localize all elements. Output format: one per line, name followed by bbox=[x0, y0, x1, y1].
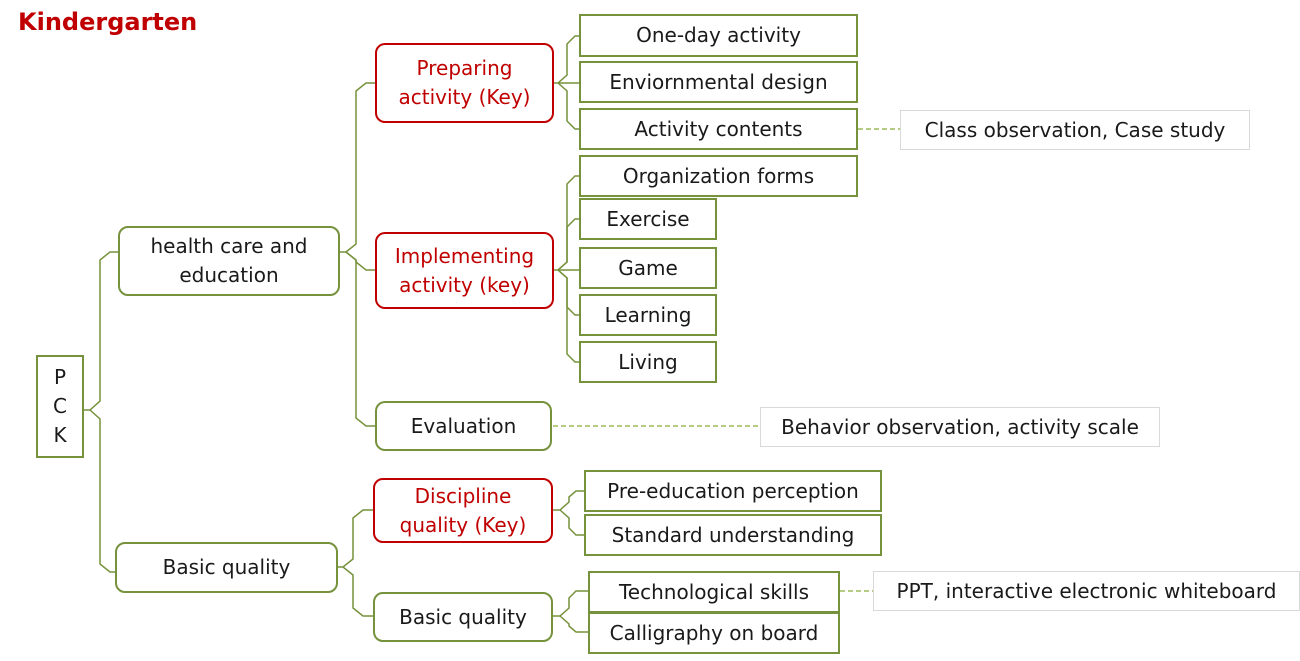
connector-basicsub-1 bbox=[553, 590, 588, 617]
connector-implementing-2 bbox=[557, 218, 579, 271]
root-letter-p: P bbox=[53, 365, 67, 389]
one-day-activity-label: One-day activity bbox=[636, 23, 801, 47]
item-activity-contents[interactable]: Activity contents bbox=[579, 108, 858, 150]
preparing-line-2: activity (Key) bbox=[398, 85, 531, 109]
game-label: Game bbox=[618, 255, 678, 280]
activity-contents-label: Activity contents bbox=[634, 116, 803, 141]
root-pck[interactable]: P C K bbox=[36, 355, 84, 458]
health-line-1: health care and bbox=[150, 234, 308, 258]
connector-basic-discipline bbox=[337, 509, 373, 568]
node-basic-quality[interactable]: Basic quality bbox=[115, 542, 338, 593]
calligraphy-on-board-label: Calligraphy on board bbox=[609, 620, 819, 645]
preparing-line-1: Preparing bbox=[416, 56, 513, 80]
connector-implementing-4 bbox=[557, 269, 579, 316]
page-title: Kindergarten bbox=[18, 8, 198, 36]
connector-implementing-1 bbox=[553, 175, 579, 271]
node-discipline-quality[interactable]: Discipline quality (Key) bbox=[373, 478, 553, 543]
root-letter-c: C bbox=[53, 394, 67, 418]
class-observation-label: Class observation, Case study bbox=[924, 117, 1226, 142]
root-letter-k: K bbox=[53, 423, 67, 447]
item-one-day-activity[interactable]: One-day activity bbox=[579, 14, 858, 57]
ppt-whiteboard-label: PPT, interactive electronic whiteboard bbox=[896, 578, 1277, 603]
item-calligraphy-on-board[interactable]: Calligraphy on board bbox=[588, 612, 840, 654]
node-evaluation[interactable]: Evaluation bbox=[375, 401, 552, 451]
connector-health-evaluation bbox=[345, 251, 375, 427]
node-health-care-education[interactable]: health care and education bbox=[118, 226, 340, 296]
item-pre-education-perception[interactable]: Pre-education perception bbox=[584, 470, 882, 512]
connector-basicsub-2 bbox=[559, 615, 588, 633]
node-implementing-activity[interactable]: Implementing activity (key) bbox=[375, 232, 554, 309]
evaluation-label: Evaluation bbox=[410, 413, 517, 438]
item-technological-skills[interactable]: Technological skills bbox=[588, 571, 840, 613]
health-line-2: education bbox=[179, 263, 279, 287]
connector-discipline-1 bbox=[553, 490, 584, 511]
connector-health-preparing bbox=[339, 82, 375, 253]
item-game[interactable]: Game bbox=[579, 247, 717, 289]
exercise-label: Exercise bbox=[606, 206, 690, 231]
item-organization-forms[interactable]: Organization forms bbox=[579, 155, 858, 197]
note-behavior-observation: Behavior observation, activity scale bbox=[760, 407, 1160, 447]
basic-quality-label: Basic quality bbox=[162, 555, 291, 579]
learning-label: Learning bbox=[604, 302, 692, 327]
basic-quality-sub-label: Basic quality bbox=[399, 604, 527, 629]
connector-discipline-2 bbox=[559, 509, 584, 536]
item-learning[interactable]: Learning bbox=[579, 294, 717, 336]
node-preparing-activity[interactable]: Preparing activity (Key) bbox=[375, 43, 554, 123]
standard-understanding-label: Standard understanding bbox=[611, 522, 855, 547]
note-ppt-whiteboard: PPT, interactive electronic whiteboard bbox=[873, 571, 1300, 611]
connector-preparing-3 bbox=[557, 82, 579, 130]
technological-skills-label: Technological skills bbox=[618, 579, 809, 604]
connector-implementing-5 bbox=[557, 269, 579, 363]
item-standard-understanding[interactable]: Standard understanding bbox=[584, 514, 882, 556]
environmental-design-label: Enviornmental design bbox=[609, 69, 828, 94]
connector-pck-basic bbox=[89, 409, 115, 573]
discipline-line-2: quality (Key) bbox=[399, 512, 527, 537]
node-basic-quality-sub[interactable]: Basic quality bbox=[373, 592, 553, 642]
item-exercise[interactable]: Exercise bbox=[579, 198, 717, 240]
living-label: Living bbox=[618, 349, 678, 374]
item-environmental-design[interactable]: Enviornmental design bbox=[579, 61, 858, 103]
note-class-observation: Class observation, Case study bbox=[900, 110, 1250, 150]
connector-basic-basicsub bbox=[342, 566, 373, 617]
discipline-line-1: Discipline bbox=[414, 483, 512, 508]
implementing-line-1: Implementing bbox=[394, 243, 535, 268]
pre-education-perception-label: Pre-education perception bbox=[607, 478, 859, 503]
organization-forms-label: Organization forms bbox=[622, 163, 815, 188]
item-living[interactable]: Living bbox=[579, 341, 717, 383]
connector-preparing-1 bbox=[553, 35, 579, 84]
behavior-observation-label: Behavior observation, activity scale bbox=[781, 414, 1139, 439]
connector-pck-health bbox=[83, 251, 118, 411]
implementing-line-2: activity (key) bbox=[399, 272, 530, 297]
